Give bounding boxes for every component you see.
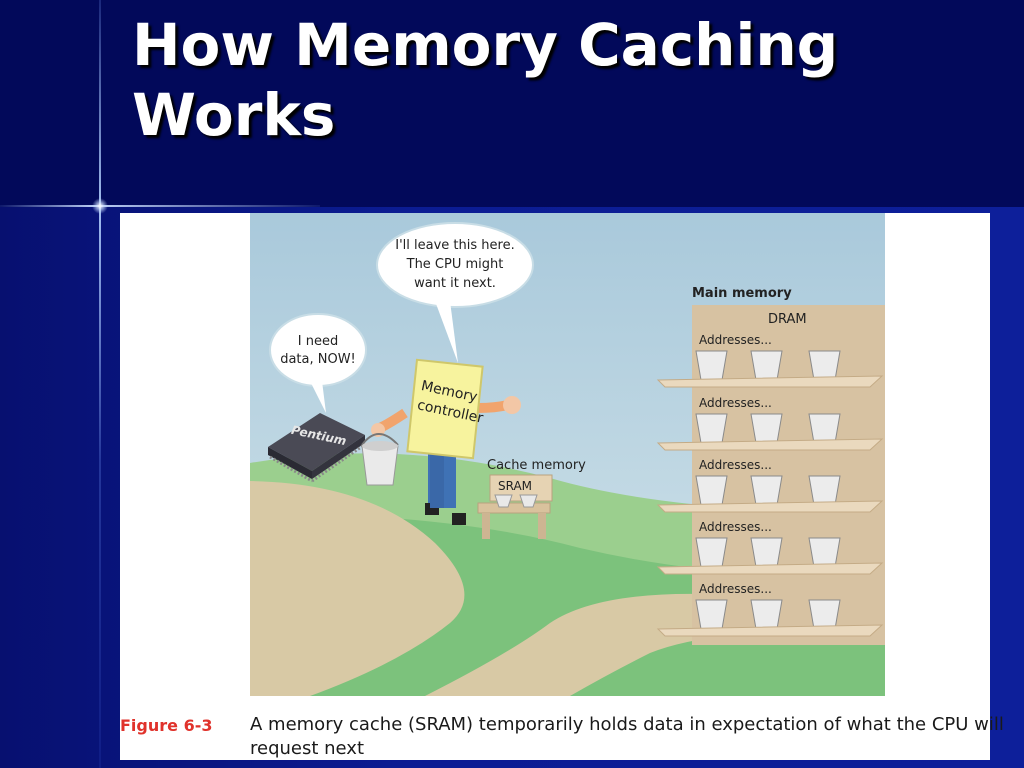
- address-label-3: Addresses...: [699, 458, 772, 472]
- cache-memory-stool: Cache memory SRAM: [477, 458, 586, 539]
- cpu-speech-bubble: I need data, NOW!: [269, 313, 367, 413]
- cache-memory-label: Cache memory: [487, 458, 586, 473]
- address-label-2: Addresses...: [699, 396, 772, 410]
- bucket-icon: [361, 433, 399, 486]
- slide-title-line-1: How Memory Caching: [132, 11, 839, 79]
- controller-speech-line-2: The CPU might: [406, 257, 504, 272]
- shelf-row-4: Addresses...: [656, 520, 884, 575]
- sram-label: SRAM: [498, 479, 532, 493]
- decorative-horizontal-line: [0, 205, 320, 207]
- cpu-speech-line-2: data, NOW!: [280, 352, 356, 367]
- controller-sign: [406, 358, 484, 460]
- slide-title: How Memory Caching Works: [132, 10, 992, 150]
- shelf-row-2: Addresses...: [656, 396, 884, 451]
- address-label-1: Addresses...: [699, 333, 772, 347]
- figure-caption-line-1: A memory cache (SRAM) temporarily holds …: [250, 714, 1004, 735]
- shelf-row-3: Addresses...: [656, 458, 884, 513]
- main-memory-label: Main memory: [692, 286, 792, 301]
- shelf-row-5: Addresses...: [656, 582, 884, 637]
- figure-card: Pentium I need data, NOW! I'll leave thi…: [120, 213, 1004, 761]
- winding-path: [250, 481, 885, 696]
- address-label-5: Addresses...: [699, 582, 772, 596]
- address-label-4: Addresses...: [699, 520, 772, 534]
- cpu-speech-line-1: I need: [298, 334, 338, 349]
- main-memory-shelves: Main memory DRAM Addresses... Addresses.…: [656, 286, 885, 645]
- figure-caption-line-2: request next: [250, 738, 365, 759]
- figure-label: Figure 6-3: [120, 716, 213, 735]
- figure-caption: A memory cache (SRAM) temporarily holds …: [250, 713, 1004, 761]
- dram-label: DRAM: [768, 312, 807, 327]
- cpu-chip-icon: Pentium: [268, 413, 365, 483]
- controller-speech-bubble: I'll leave this here. The CPU might want…: [376, 222, 534, 363]
- controller-speech-line-3: want it next.: [414, 276, 496, 291]
- shelf-row-1: Addresses...: [656, 333, 884, 388]
- memory-cache-illustration: Pentium I need data, NOW! I'll leave thi…: [250, 213, 885, 696]
- title-band: [0, 0, 1024, 207]
- slide-title-line-2: Works: [132, 81, 336, 149]
- memory-controller-figure: Memory controller: [371, 358, 521, 525]
- decorative-vertical-line: [99, 0, 101, 768]
- sparkle-icon: [92, 198, 108, 214]
- controller-speech-line-1: I'll leave this here.: [395, 238, 514, 253]
